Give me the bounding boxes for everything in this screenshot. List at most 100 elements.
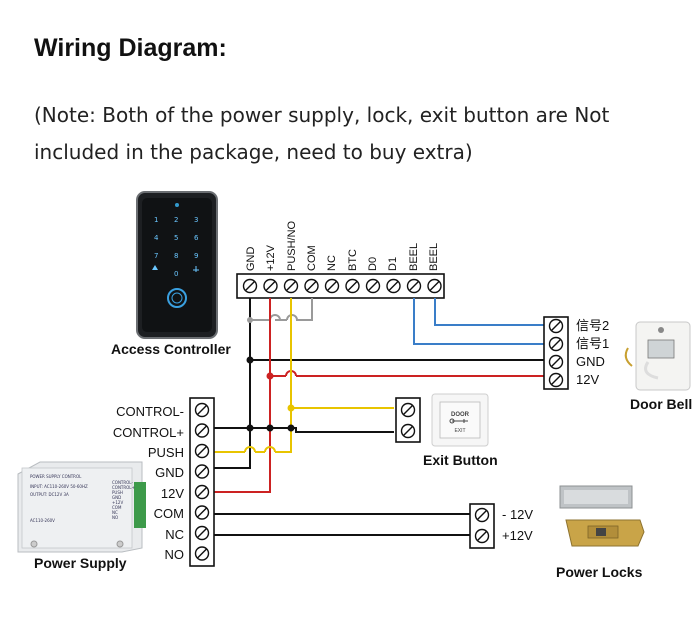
ps-screw-icon — [194, 464, 210, 479]
pin-push-no: PUSH/NO — [286, 220, 298, 271]
yellow-wire-push — [290, 298, 394, 409]
key-0: 0 — [174, 270, 178, 278]
ps-screw-icon — [194, 505, 210, 520]
black-wire-gnd — [249, 298, 546, 361]
bell-12v-label: 12V — [576, 372, 599, 387]
pin-12v: +12V — [265, 244, 277, 271]
controller-screw-icon — [406, 278, 422, 294]
exit-button-device: DOOR EXIT — [431, 393, 489, 447]
ps-side-2: PUSH — [112, 490, 123, 495]
lock-screw-icon — [474, 507, 490, 523]
ps-unit-line1: INPUT: AC110-260V 50-60HZ — [30, 484, 88, 489]
controller-screw-icon — [324, 278, 340, 294]
power-supply-terminal-block: CONTROL- CONTROL+ PUSH GND 12V COM NC NO — [113, 397, 215, 567]
pin-d1: D1 — [387, 257, 399, 271]
ps-side-3: GND — [112, 495, 121, 500]
ps-push-label: PUSH — [148, 445, 184, 460]
ps-side-1: CONTROL+ — [112, 485, 135, 490]
bell-key-icon — [152, 265, 158, 270]
ps-no-label: NO — [165, 547, 185, 562]
power-supply-device: POWER SUPPLY CONTROL INPUT: AC110-260V 5… — [17, 461, 146, 553]
key-3: 3 — [194, 216, 198, 224]
ps-unit-line2: OUTPUT: DC12V 3A — [30, 492, 69, 497]
lock-plus-label: +12V — [502, 528, 533, 543]
controller-screw-icon — [283, 278, 299, 294]
exit-screw-icon — [400, 402, 416, 418]
bell-icon — [658, 327, 664, 333]
ps-screw-icon — [194, 484, 210, 500]
ps-unit-line3: AC110-260V — [30, 518, 55, 523]
blue-wire-signal2 — [434, 298, 546, 326]
pin-beel-1: BEEL — [408, 243, 420, 271]
exit-plate-sub: EXIT — [454, 428, 465, 434]
ps-side-4: +12V — [112, 500, 123, 505]
key-2: 2 — [174, 216, 178, 224]
ps-screw-icon — [194, 525, 210, 541]
bell-signal2-label: 信号2 — [576, 318, 609, 333]
key-4: 4 — [154, 234, 159, 242]
gray-wire — [249, 298, 270, 321]
key-1: 1 — [154, 216, 158, 224]
pin-gnd: GND — [245, 247, 257, 272]
ps-screw-icon — [194, 423, 210, 438]
controller-screw-icon — [345, 278, 360, 294]
ps-com-label: COM — [154, 506, 184, 521]
junction-dots — [246, 317, 295, 432]
ps-screw-icon — [194, 546, 210, 561]
power-locks-device — [559, 485, 645, 547]
exit-button-terminal-block — [395, 397, 421, 443]
ps-control-plus-label: CONTROL+ — [113, 425, 184, 440]
power-locks-terminal-block: - 12V +12V — [469, 503, 533, 549]
controller-screw-icon — [386, 278, 401, 294]
ps-screw-icon — [194, 402, 210, 418]
power-locks-label: Power Locks — [556, 564, 643, 580]
ps-side-5: COM — [112, 505, 122, 510]
controller-screw-icon — [304, 278, 319, 294]
blue-wire-signal1 — [413, 298, 546, 345]
key-8: 8 — [174, 252, 178, 260]
power-supply-label: Power Supply — [34, 555, 127, 571]
key-5: 5 — [174, 234, 178, 242]
key-7: 7 — [154, 252, 158, 260]
bell-screw-icon — [548, 318, 564, 334]
hash-key-icon — [193, 266, 199, 272]
controller-screw-icon — [365, 278, 381, 294]
door-bell-label: Door Bell — [630, 396, 692, 412]
pin-beel-2: BEEL — [428, 243, 440, 271]
bell-screw-icon — [548, 372, 564, 388]
exit-button-label: Exit Button — [423, 452, 498, 468]
bell-gnd-label: GND — [576, 354, 605, 369]
lock-screw-icon — [474, 528, 490, 544]
ps-unit-title: POWER SUPPLY CONTROL — [30, 474, 82, 479]
pin-d0: D0 — [367, 257, 379, 271]
wires — [212, 298, 546, 536]
page-title: Wiring Diagram: — [34, 34, 227, 62]
ps-screw-icon — [194, 443, 210, 459]
controller-screw-icon — [427, 278, 442, 294]
access-controller-label: Access Controller — [111, 341, 231, 357]
door-bell-terminal-block: 信号2 信号1 GND 12V — [543, 316, 609, 390]
exit-screw-icon — [400, 423, 416, 439]
door-bell-device — [624, 321, 691, 391]
red-wire-12v — [269, 298, 286, 377]
package-note: (Note: Both of the power supply, lock, e… — [34, 103, 610, 164]
ps-12v-label: 12V — [161, 486, 184, 501]
access-controller: 1 2 3 4 5 6 7 8 9 0 — [136, 191, 218, 339]
ps-control-minus-label: CONTROL- — [116, 404, 184, 419]
bell-signal1-label: 信号1 — [576, 336, 609, 351]
bell-screw-icon — [548, 336, 564, 352]
fingerprint-icon — [167, 288, 187, 308]
key-icon — [452, 419, 468, 423]
ps-side-6: NC — [112, 510, 118, 515]
pin-btc: BTC — [347, 249, 359, 271]
ps-side-0: CONTROL- — [112, 480, 133, 485]
key-6: 6 — [194, 234, 199, 242]
keypad: 1 2 3 4 5 6 7 8 9 0 — [154, 216, 199, 278]
ps-gnd-label: GND — [155, 465, 184, 480]
pin-nc: NC — [326, 255, 338, 271]
bell-screw-icon — [548, 354, 564, 370]
exit-plate-text: DOOR — [451, 412, 470, 418]
ps-nc-label: NC — [165, 527, 184, 542]
key-9: 9 — [194, 252, 198, 260]
